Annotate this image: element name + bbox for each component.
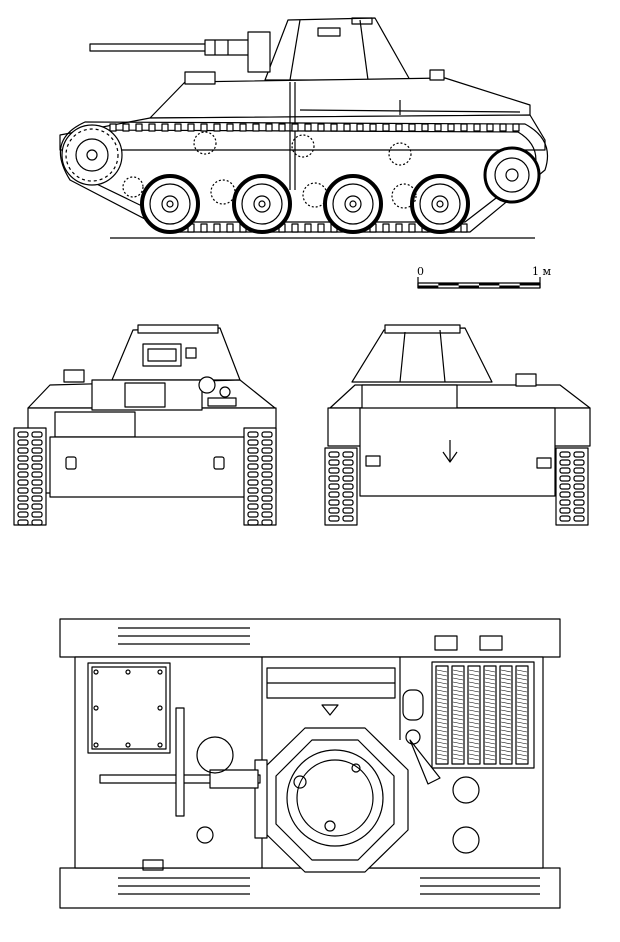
return-rollers <box>194 132 411 165</box>
main-gun <box>90 40 250 55</box>
left-track-guard <box>60 619 560 657</box>
scale-bar-start-label: 0 <box>417 265 424 278</box>
turret <box>248 18 410 80</box>
radiator-grille <box>432 662 534 768</box>
scale-bar-end-label: 1 м <box>532 265 552 278</box>
road-wheels <box>142 176 468 232</box>
bogie-wheels <box>123 177 416 208</box>
driver-hatch <box>88 663 170 753</box>
rear-tracks <box>325 448 588 525</box>
scale-bar <box>418 277 540 288</box>
front-tracks <box>14 428 276 525</box>
rear-view <box>325 325 590 525</box>
side-view <box>60 18 548 238</box>
drive-sprocket <box>62 125 122 185</box>
front-view <box>14 325 276 525</box>
idler-wheel <box>485 148 539 202</box>
top-view <box>60 619 560 908</box>
right-track-guard <box>60 868 560 908</box>
